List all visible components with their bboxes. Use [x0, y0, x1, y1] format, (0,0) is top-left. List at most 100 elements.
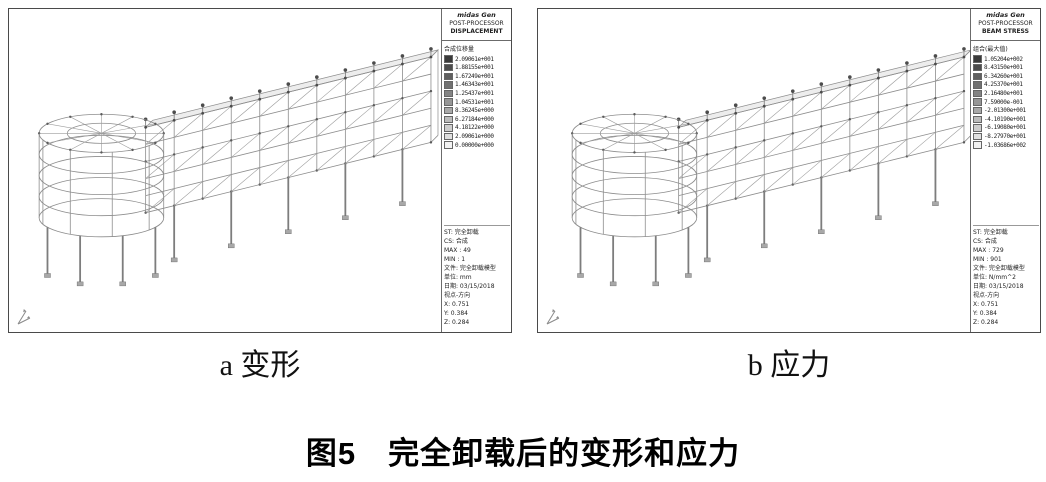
legend-info-line: ST: 完全卸载 [444, 229, 479, 236]
scale-swatch [973, 98, 982, 106]
legend-info-line: Y: 0.384 [973, 310, 997, 317]
legend-info-line: 视点-方向 [973, 292, 1000, 299]
legend-info-line: Y: 0.384 [444, 310, 468, 317]
legend-info-line: 日期: 03/15/2018 [444, 283, 495, 290]
scale-swatch [973, 124, 982, 132]
scale-value: 8.43150e+001 [984, 64, 1023, 72]
scale-swatch [973, 141, 982, 149]
legend-info-line: 单位: N/mm^2 [973, 274, 1016, 281]
subfigure-label-a: a 变形 [219, 349, 301, 382]
scale-swatch [444, 115, 453, 124]
legend-info-line: 文件: 完全卸载模型 [444, 265, 496, 272]
scale-entry: 6.34260e+001 [973, 72, 1038, 81]
scale-value: 1.05204e+002 [984, 55, 1023, 63]
scale-entry: 1.46343e+001 [444, 81, 509, 90]
scale-entry: 2.16480e+001 [973, 89, 1038, 98]
scale-value: 4.18122e+000 [455, 124, 494, 132]
scale-value: 4.25370e+001 [984, 81, 1023, 89]
legend-info: ST: 完全卸载 CS: 合成 MAX : 49 MIN : 1 文件: 完全卸载模型单… [444, 225, 510, 327]
scale-swatch [444, 55, 453, 63]
scale-swatch [973, 89, 982, 98]
midas-logo: midas Gen [457, 11, 496, 19]
scale-entry: 2.09061e+001 [444, 55, 509, 64]
legend-beam-stress: midas Gen POST-PROCESSOR BEAM STRESS 组合(… [970, 9, 1040, 332]
figure-caption: 图5 完全卸载后的变形和应力 [305, 436, 741, 471]
scale-swatch [444, 141, 453, 149]
legend-title: POST-PROCESSOR [978, 20, 1033, 28]
scale-value: 2.09061e+000 [455, 133, 494, 141]
legend-info-line: CS: 合成 [444, 238, 468, 245]
legend-info-line: Z: 0.284 [973, 319, 999, 326]
legend-info-line: Z: 0.284 [444, 319, 470, 326]
legend-info-line: MIN : 901 [973, 256, 1002, 263]
scale-entry: 1.67249e+001 [444, 72, 509, 81]
scale-value: -2.01300e+001 [984, 107, 1026, 115]
legend-title: POST-PROCESSOR [449, 20, 504, 28]
scale-entry: 8.36245e+000 [444, 106, 509, 115]
scale-swatch [444, 124, 453, 132]
scale-value: 1.88155e+001 [455, 64, 494, 72]
legend-header: midas Gen POST-PROCESSOR BEAM STRESS [971, 9, 1040, 41]
scale-entry: -6.19080e+001 [973, 124, 1038, 133]
scale-swatch [973, 107, 982, 115]
scale-value: -1.03686e+002 [984, 141, 1026, 149]
scale-value: 6.27184e+000 [455, 115, 494, 123]
scale-entry: 1.05204e+002 [973, 55, 1038, 64]
scale-entry: -4.10190e+001 [973, 115, 1038, 124]
legend-info-line: 日期: 03/15/2018 [973, 283, 1024, 290]
scale-value: -6.19080e+001 [984, 124, 1026, 132]
screenshot-panel-stress: midas Gen POST-PROCESSOR BEAM STRESS 组合(… [537, 8, 1041, 333]
legend-header: midas Gen POST-PROCESSOR DISPLACEMENT [442, 9, 511, 41]
scale-swatch [973, 81, 982, 89]
legend-info-line: X: 0.751 [444, 301, 470, 308]
legend-info-line: CS: 合成 [973, 238, 997, 245]
scale-value: 2.09061e+001 [455, 55, 494, 63]
scale-swatch [444, 89, 453, 98]
scale-swatch [973, 132, 982, 141]
subfigure-label-b: b 应力 [747, 349, 831, 382]
midas-logo: midas Gen [986, 11, 1025, 19]
legend-info-line: 视点-方向 [444, 292, 471, 299]
scale-value: 2.16480e+001 [984, 90, 1023, 98]
legend-subtitle: DISPLACEMENT [450, 28, 503, 36]
scale-value: 8.36245e+000 [455, 107, 494, 115]
legend-info-line: MAX : 49 [444, 247, 471, 254]
model-view-stress [538, 9, 970, 332]
screenshot-panel-deformation: midas Gen POST-PROCESSOR DISPLACEMENT 合成… [8, 8, 512, 333]
scale-entry: 2.09061e+000 [444, 132, 509, 141]
scale-entry: 0.00000e+000 [444, 141, 509, 150]
scale-value: 0.00000e+000 [455, 141, 494, 149]
scale-value: 1.25437e+001 [455, 90, 494, 98]
view-compass-icon [17, 309, 31, 325]
scale-value: 7.59000e-001 [984, 98, 1023, 106]
scale-swatch [444, 107, 453, 115]
scale-entry: 8.43150e+001 [973, 63, 1038, 72]
legend-info-line: MAX : 729 [973, 247, 1004, 254]
legend-info-line: MIN : 1 [444, 256, 466, 263]
scale-title: 合成位移量 [444, 45, 475, 53]
scale-swatch [444, 98, 453, 106]
scale-title: 组合(最大值) [973, 45, 1008, 53]
legend-info-line: 文件: 完全卸载模型 [973, 265, 1025, 272]
structure-wireframe [37, 47, 440, 287]
scale-value: -4.10190e+001 [984, 115, 1026, 123]
scale-value: 1.04531e+001 [455, 98, 494, 106]
scale-entry: 6.27184e+000 [444, 115, 509, 124]
structure-wireframe [570, 47, 970, 287]
scale-swatch [444, 72, 453, 81]
scale-entry: 1.25437e+001 [444, 89, 509, 98]
scale-value: 6.34260e+001 [984, 72, 1023, 80]
scale-swatch [444, 81, 453, 89]
scale-value: -8.27970e+001 [984, 133, 1026, 141]
scale-swatch [444, 64, 453, 72]
legend-info-line: 单位: mm [444, 274, 472, 281]
legend-info-line: ST: 完全卸载 [973, 229, 1008, 236]
model-view-deformation [9, 9, 441, 332]
scale-swatch [444, 132, 453, 141]
legend-displacement: midas Gen POST-PROCESSOR DISPLACEMENT 合成… [441, 9, 511, 332]
scale-entry: -2.01300e+001 [973, 106, 1038, 115]
scale-swatch [973, 64, 982, 72]
